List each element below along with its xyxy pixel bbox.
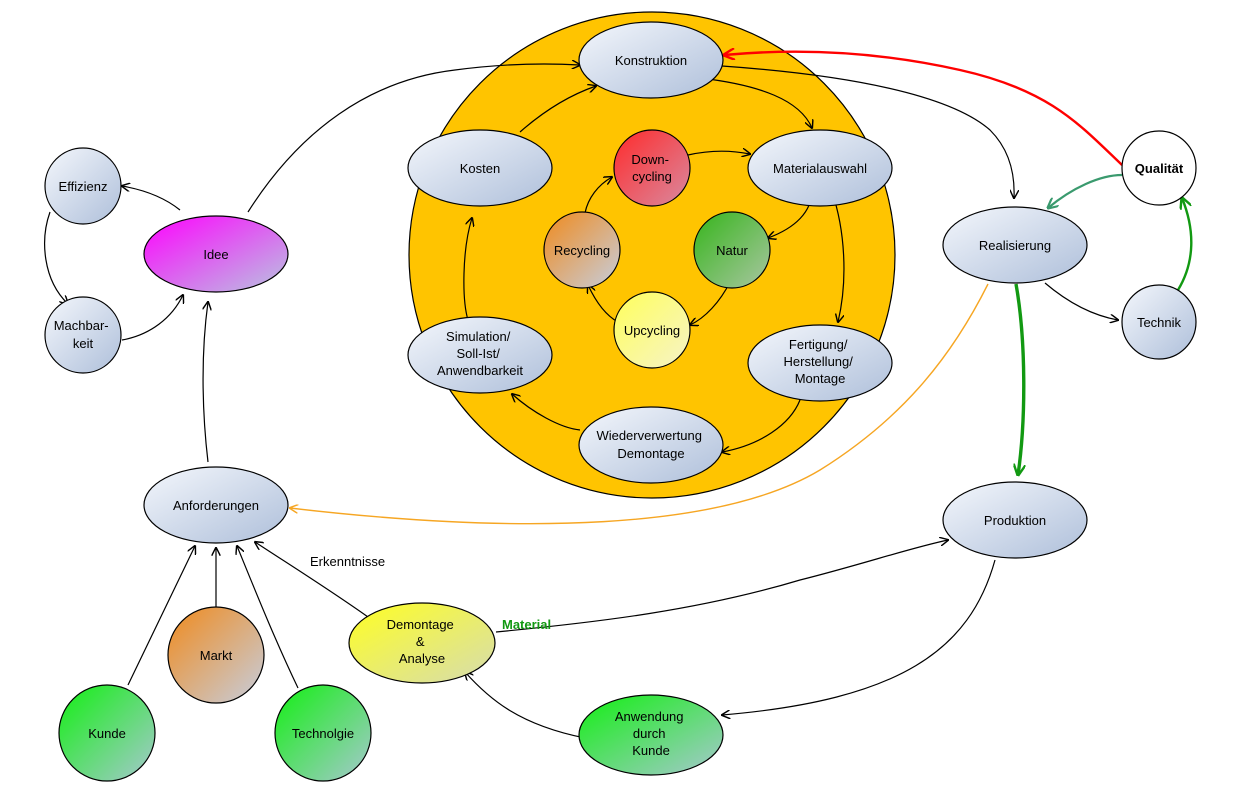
node-label: Effizienz: [59, 179, 108, 194]
label-erkenntnisse: Erkenntnisse: [310, 554, 385, 569]
node-label: Recycling: [554, 243, 610, 258]
edge-technik-qualitaet: [1176, 198, 1193, 291]
node-upcycling[interactable]: Upcycling: [613, 291, 691, 369]
node-technologie[interactable]: Technolgie: [274, 684, 372, 782]
node-qualitaet[interactable]: Qualität: [1121, 130, 1197, 206]
edge-downcycling-materialauswahl: [687, 151, 750, 155]
edge-produktion-anwendung: [722, 559, 996, 715]
node-fertigung[interactable]: Fertigung/ Herstellung/ Montage: [747, 324, 893, 402]
node-label: Kosten: [460, 161, 500, 176]
node-label: Wiederverwertung Demontage: [596, 428, 705, 461]
edge-qualitaet-konstruktion: [724, 52, 1123, 166]
label-material: Material: [502, 617, 551, 632]
node-natur[interactable]: Natur: [693, 211, 771, 289]
edge-wiederverwertung-simulation: [512, 394, 581, 431]
node-label: Materialauswahl: [773, 161, 867, 176]
node-label: Qualität: [1135, 161, 1184, 176]
node-machbarkeit[interactable]: Machbar- keit: [44, 296, 122, 374]
node-label: Machbar- keit: [54, 318, 113, 351]
edge-demontage-produktion: [495, 540, 948, 633]
node-label: Fertigung/ Herstellung/ Montage: [784, 337, 857, 386]
edge-konstruktion-realisierung: [721, 65, 1014, 198]
nodes: Konstruktion Kosten Materialauswahl Down…: [44, 21, 1197, 782]
node-downcycling[interactable]: Down- cycling: [613, 129, 691, 207]
edge-kosten-konstruktion: [519, 86, 596, 133]
node-technik[interactable]: Technik: [1121, 284, 1197, 360]
edge-konstruktion-materialauswahl: [699, 77, 812, 128]
edge-idee-effizienz: [122, 186, 181, 211]
node-label: Upcycling: [624, 323, 680, 338]
edge-kunde-anforderungen: [127, 546, 195, 686]
edge-qualitaet-realisierung: [1048, 173, 1123, 208]
node-realisierung[interactable]: Realisierung: [942, 206, 1088, 284]
node-label: Technolgie: [292, 726, 354, 741]
edge-fertigung-wiederverwertung: [722, 399, 801, 452]
node-label: Anwendung durch Kunde: [615, 709, 687, 758]
node-effizienz[interactable]: Effizienz: [44, 147, 122, 225]
node-label: Markt: [200, 648, 233, 663]
node-label: Down- cycling: [631, 152, 672, 184]
node-materialauswahl[interactable]: Materialauswahl: [747, 129, 893, 207]
edge-idee-konstruktion: [247, 64, 580, 213]
node-label: Simulation/ Soll-Ist/ Anwendbarkeit: [437, 329, 523, 378]
node-label: Natur: [716, 243, 748, 258]
node-label: Konstruktion: [615, 53, 687, 68]
node-anwendung[interactable]: Anwendung durch Kunde: [578, 694, 724, 776]
edge-simulation-kosten: [463, 218, 472, 321]
edge-effizienz-machbarkeit: [44, 211, 68, 304]
node-simulation[interactable]: Simulation/ Soll-Ist/ Anwendbarkeit: [407, 316, 553, 394]
edge-anwendung-demontage: [465, 672, 586, 739]
edge-recycling-downcycling: [584, 177, 612, 214]
node-label: Technik: [1137, 315, 1182, 330]
node-konstruktion[interactable]: Konstruktion: [578, 21, 724, 99]
node-produktion[interactable]: Produktion: [942, 481, 1088, 559]
edge-realisierung-produktion: [1016, 283, 1024, 475]
node-kosten[interactable]: Kosten: [407, 129, 553, 207]
node-demontage-analyse[interactable]: Demontage & Analyse: [348, 602, 496, 684]
node-markt[interactable]: Markt: [167, 606, 265, 704]
edge-anforderungen-idee: [203, 302, 208, 463]
node-label: Kunde: [88, 726, 126, 741]
edge-demontage-anforderungen: [255, 542, 369, 618]
node-label: Demontage & Analyse: [387, 617, 458, 666]
edge-technologie-anforderungen: [237, 546, 299, 689]
edge-realisierung-technik: [1044, 282, 1118, 320]
node-recycling[interactable]: Recycling: [543, 211, 621, 289]
node-kunde[interactable]: Kunde: [58, 684, 156, 782]
node-anforderungen[interactable]: Anforderungen: [143, 466, 289, 544]
node-label: Realisierung: [979, 238, 1051, 253]
node-idee[interactable]: Idee: [143, 215, 289, 293]
node-label: Produktion: [984, 513, 1046, 528]
node-wiederverwertung[interactable]: Wiederverwertung Demontage: [578, 406, 724, 484]
edge-machbarkeit-idee: [121, 295, 183, 341]
node-label: Idee: [203, 247, 228, 262]
edge-realisierung-anforderungen: [290, 283, 989, 525]
node-label: Anforderungen: [173, 498, 259, 513]
